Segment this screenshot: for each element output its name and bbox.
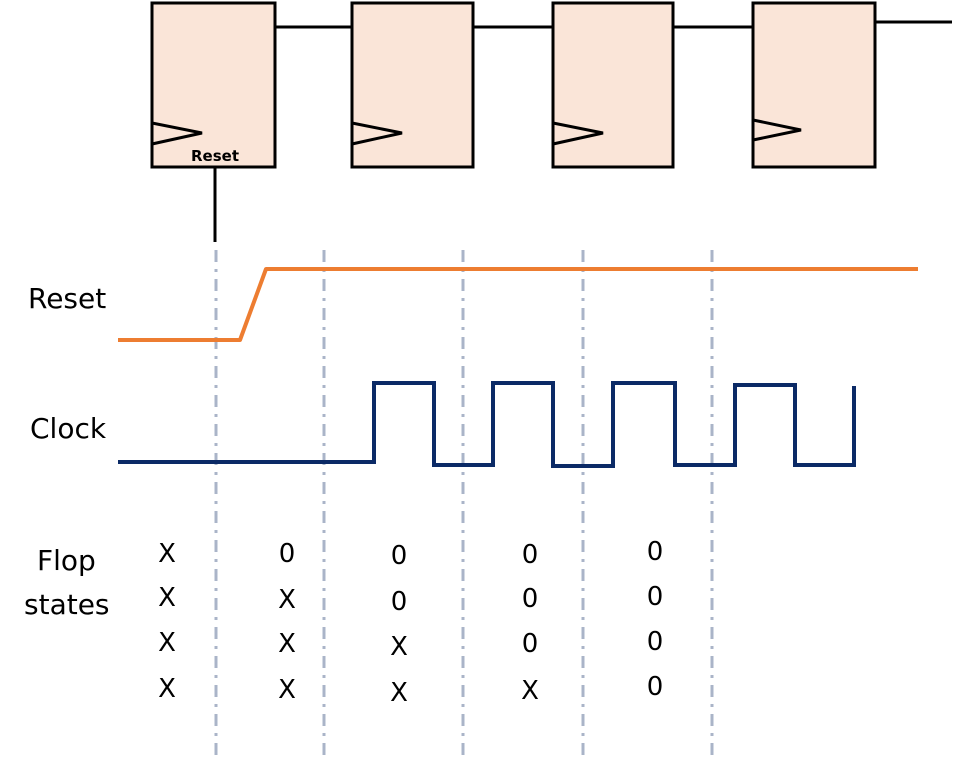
flop-state-value: X [158,539,176,569]
flip-flop-4 [751,1,877,169]
clock-input-icon [752,118,802,142]
flop-states-label: states [24,588,110,621]
flop-state-value: X [521,676,539,706]
flip-flop-2 [350,1,475,169]
flop-state-value: 0 [522,584,539,614]
flop-state-value: 0 [391,541,408,571]
flop-state-value: 0 [522,540,539,570]
flop-state-value: X [158,674,176,704]
clock-input-icon [552,121,604,146]
reset-signal-label: Reset [28,282,106,315]
clock-waveform [118,381,856,468]
flop-state-value: 0 [522,629,539,659]
flop-state-value: X [390,678,408,708]
flop-state-value: 0 [279,539,296,569]
flop-state-value: X [390,632,408,662]
flop-state-value: 0 [647,627,664,657]
clock-signal-label: Clock [30,412,107,445]
reset-pin-label: Reset [191,147,239,165]
flop-state-value: 0 [391,587,408,617]
flip-flop-3 [551,1,675,169]
flop-state-value: 0 [647,582,664,612]
flop-states-label: Flop [37,544,96,577]
flop-state-value: X [278,675,296,705]
flop-state-value: 0 [647,672,664,702]
flip-flop-1 [150,1,277,169]
flop-state-value: X [278,629,296,659]
clock-input-icon [351,121,403,146]
flop-state-value: X [278,585,296,615]
flop-state-value: X [158,628,176,658]
clock-input-icon [151,121,203,146]
flop-state-value: X [158,583,176,613]
reset-waveform [118,267,918,342]
flop-state-value: 0 [647,537,664,567]
